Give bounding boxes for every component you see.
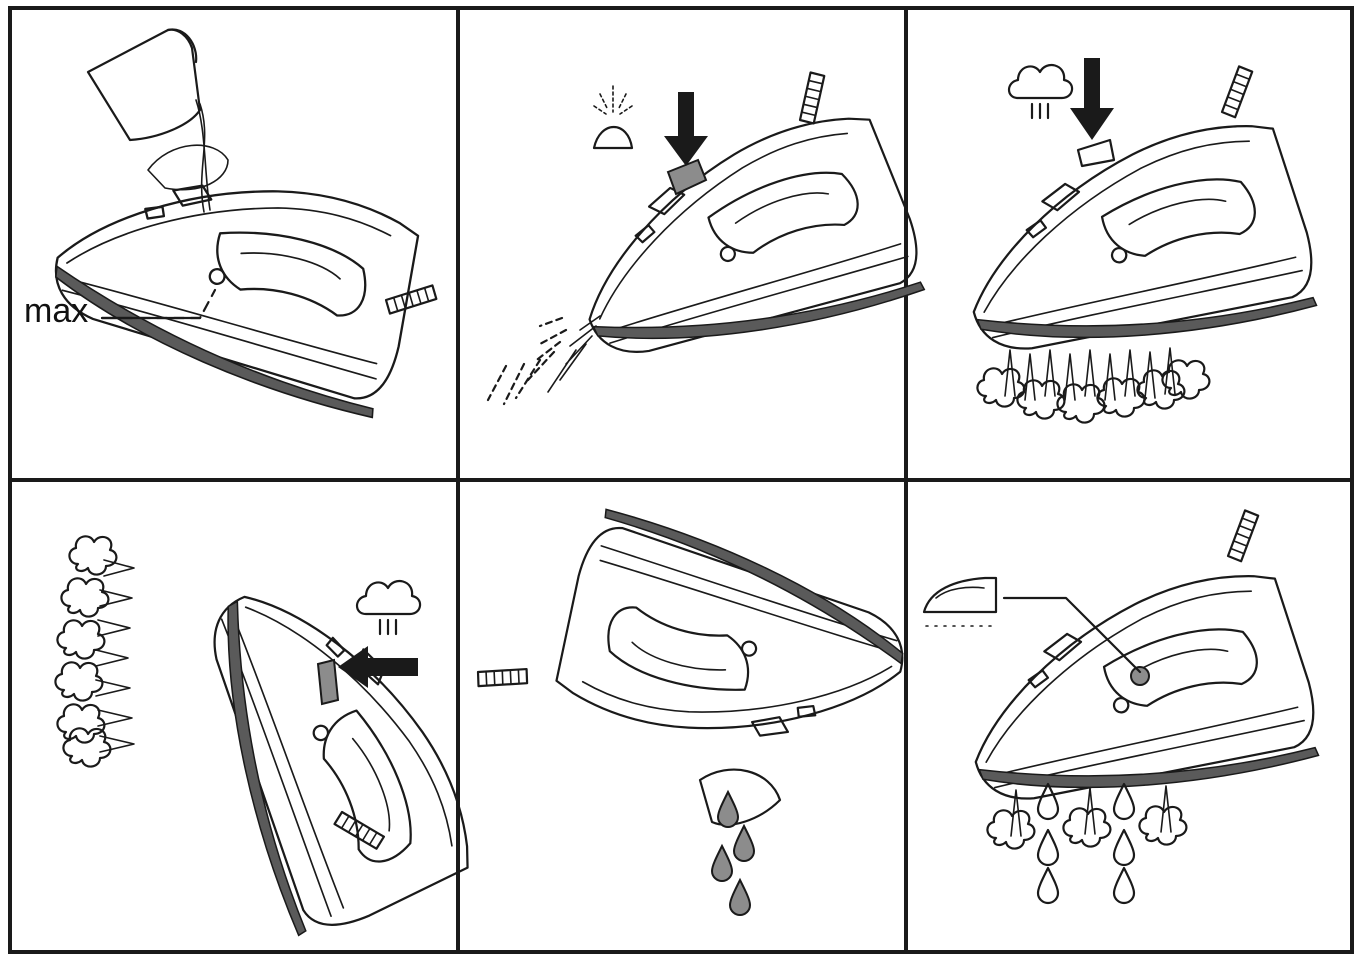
panel-self-clean — [922, 507, 1324, 905]
max-level-dashes — [138, 288, 217, 320]
measuring-cup-icon — [86, 28, 229, 213]
panel-vertical-steam — [54, 535, 484, 942]
panel-empty-water — [475, 503, 921, 916]
iron-spray — [555, 104, 930, 375]
panel-steam-burst — [948, 58, 1322, 424]
steam-cloud-icon — [1007, 63, 1074, 120]
max-level-label: max — [24, 292, 89, 330]
self-clean-button — [1130, 666, 1150, 686]
steam-button — [1076, 138, 1116, 168]
callout-line — [1002, 596, 1142, 674]
spray-mist — [486, 315, 601, 406]
cord-icon — [1219, 507, 1267, 565]
arrow-down-icon — [1070, 58, 1114, 140]
water-tank-opening — [698, 768, 782, 826]
steam-and-drops — [986, 782, 1188, 905]
arrow-down-icon — [664, 92, 708, 166]
iron-vertical — [189, 552, 484, 942]
steam-burst — [976, 347, 1211, 424]
iron-fill-water — [38, 120, 439, 424]
arrow-left-icon — [338, 646, 418, 688]
steam-cloud-icon — [355, 579, 422, 636]
cord-icon — [383, 284, 439, 315]
spray-button — [666, 158, 708, 196]
panel-spray — [486, 69, 930, 406]
cord-icon — [791, 69, 833, 127]
cord-icon — [475, 662, 530, 693]
iron-upside-down — [537, 503, 921, 802]
panel-fill-water — [38, 28, 439, 424]
vertical-steam-column — [54, 535, 135, 768]
steam-button — [316, 658, 340, 706]
water-drops-grey — [711, 791, 755, 916]
cord-icon — [1213, 63, 1261, 121]
iron-self-clean — [950, 564, 1324, 819]
iron-steam-burst — [948, 114, 1322, 369]
spray-icon — [592, 85, 634, 150]
iron-steam-icon — [922, 576, 998, 627]
